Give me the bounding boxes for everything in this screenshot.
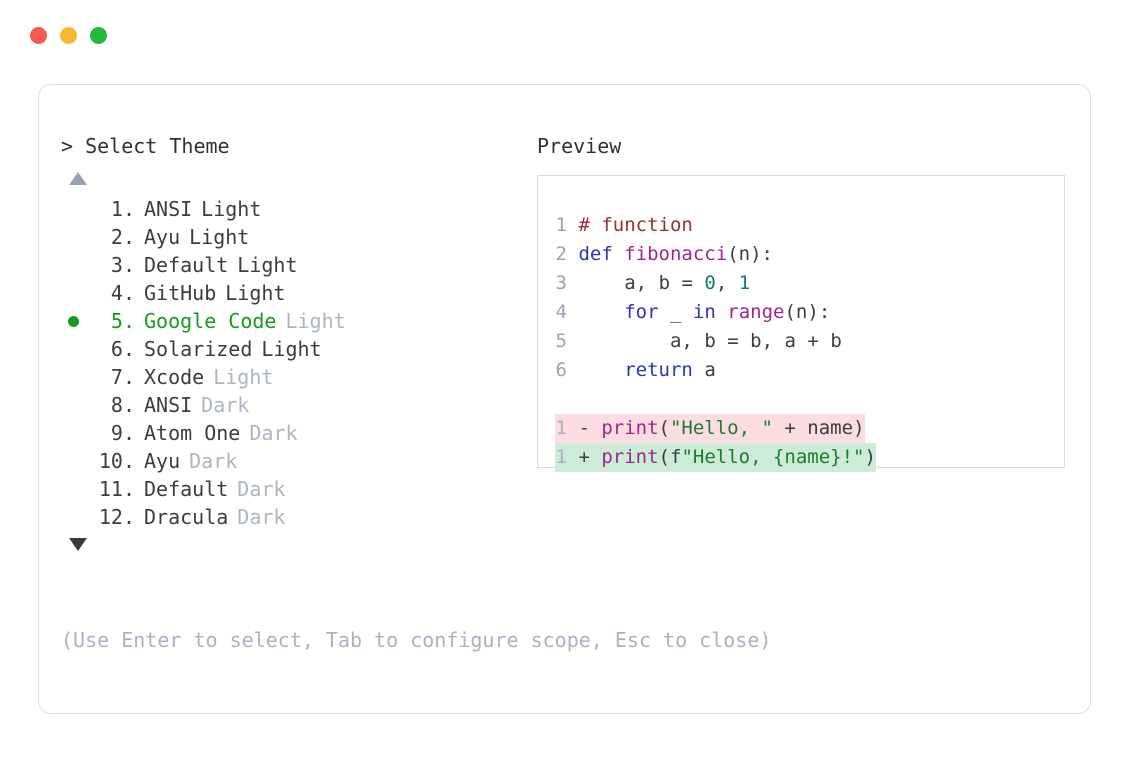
theme-item-number: 11. <box>98 477 135 501</box>
theme-item-number: 6. <box>110 337 135 361</box>
code-line: 2 def fibonacci(n): <box>555 240 876 269</box>
selection-bullet-slot <box>61 475 89 503</box>
theme-item-name: ANSI <box>144 197 193 221</box>
line-number: 2 <box>555 243 567 265</box>
line-number: 1 <box>555 446 567 468</box>
theme-item-variant: Light <box>237 253 298 277</box>
theme-item-variant: Light <box>285 309 346 333</box>
theme-item-name: ANSI <box>144 393 193 417</box>
maximize-button[interactable] <box>90 26 107 44</box>
selection-bullet-slot <box>61 447 89 475</box>
selection-bullet-slot <box>61 195 89 223</box>
theme-item-number: 3. <box>110 253 135 277</box>
theme-item-name: Xcode <box>144 365 205 389</box>
theme-item-name: Ayu <box>144 225 181 249</box>
theme-item-variant: Light <box>225 281 286 305</box>
line-number: 5 <box>555 330 567 352</box>
selection-bullet-slot <box>61 503 89 531</box>
theme-item-number: 7. <box>110 365 135 389</box>
theme-item-number: 12. <box>98 505 135 529</box>
theme-item-number: 2. <box>110 225 135 249</box>
selection-bullet-slot <box>61 335 89 363</box>
scroll-down-icon[interactable] <box>69 538 87 551</box>
theme-item-variant: Light <box>201 197 262 221</box>
theme-list-item[interactable]: 10. Ayu Dark <box>61 447 531 475</box>
theme-list-item[interactable]: 11. Default Dark <box>61 475 531 503</box>
theme-item-variant: Light <box>213 365 274 389</box>
theme-item-name: GitHub <box>144 281 217 305</box>
code-line: 3 a, b = 0, 1 <box>555 269 876 298</box>
theme-list-item[interactable]: 2. Ayu Light <box>61 223 531 251</box>
window-titlebar <box>0 0 1129 70</box>
selection-bullet-slot <box>61 251 89 279</box>
theme-item-variant: Dark <box>249 421 298 445</box>
line-number: 6 <box>555 359 567 381</box>
minimize-button[interactable] <box>60 26 77 44</box>
theme-list-item[interactable]: 5. Google Code Light <box>61 307 531 335</box>
theme-item-name: Default <box>144 253 229 277</box>
theme-item-number: 10. <box>98 449 135 473</box>
select-theme-prompt: > Select Theme <box>61 132 531 160</box>
theme-item-number: 5. <box>110 309 135 333</box>
line-number: 3 <box>555 272 567 294</box>
selection-bullet-slot <box>61 279 89 307</box>
selected-bullet-icon <box>68 315 79 327</box>
theme-item-name: Atom One <box>144 421 241 445</box>
close-button[interactable] <box>30 26 47 44</box>
theme-item-name: Solarized <box>144 337 253 361</box>
diff-line-wrapper: 1 - print("Hello, " + name) <box>555 414 876 443</box>
line-number: 4 <box>555 301 567 323</box>
theme-item-variant: Light <box>189 225 250 249</box>
theme-list-item[interactable]: 4. GitHub Light <box>61 279 531 307</box>
selection-bullet-slot <box>61 363 89 391</box>
prompt-symbol: > <box>61 134 86 158</box>
selection-bullet-slot <box>61 419 89 447</box>
theme-item-variant: Light <box>261 337 322 361</box>
line-number: 1 <box>555 417 567 439</box>
theme-item-variant: Dark <box>189 449 238 473</box>
theme-list-item[interactable]: 1. ANSI Light <box>61 195 531 223</box>
page-title: Select Theme <box>85 134 230 158</box>
theme-item-variant: Dark <box>201 393 250 417</box>
theme-item-number: 9. <box>110 421 135 445</box>
theme-item-number: 8. <box>110 393 135 417</box>
line-number: 1 <box>555 214 567 236</box>
selection-bullet-slot <box>61 307 89 335</box>
theme-list-item[interactable]: 12. Dracula Dark <box>61 503 531 531</box>
code-line: 4 for _ in range(n): <box>555 298 876 327</box>
theme-item-name: Ayu <box>144 449 181 473</box>
keyboard-hint: (Use Enter to select, Tab to configure s… <box>61 628 772 652</box>
theme-item-name: Default <box>144 477 229 501</box>
theme-list-item[interactable]: 9. Atom One Dark <box>61 419 531 447</box>
theme-item-variant: Dark <box>237 505 286 529</box>
selection-bullet-slot <box>61 391 89 419</box>
theme-item-name: Dracula <box>144 505 229 529</box>
diff-added-line: 1 + print(f"Hello, {name}!") <box>555 443 876 472</box>
theme-item-number: 4. <box>110 281 135 305</box>
theme-item-variant: Dark <box>237 477 286 501</box>
code-blank-line <box>555 385 876 414</box>
theme-item-number: 1. <box>110 197 135 221</box>
diff-deleted-line: 1 - print("Hello, " + name) <box>555 414 865 443</box>
code-line: 6 return a <box>555 356 876 385</box>
code-line: 5 a, b = b, a + b <box>555 327 876 356</box>
theme-list-item[interactable]: 3. Default Light <box>61 251 531 279</box>
theme-list-item[interactable]: 8. ANSI Dark <box>61 391 531 419</box>
theme-list-item[interactable]: 6. Solarized Light <box>61 335 531 363</box>
preview-title: Preview <box>537 134 622 158</box>
code-line: 1 # function <box>555 211 876 240</box>
selection-bullet-slot <box>61 223 89 251</box>
theme-list-item[interactable]: 7. Xcode Light <box>61 363 531 391</box>
diff-line-wrapper: 1 + print(f"Hello, {name}!") <box>555 443 876 472</box>
preview-column: Preview <box>537 132 1067 160</box>
theme-item-name: Google Code <box>144 309 277 333</box>
scroll-up-icon[interactable] <box>69 172 87 185</box>
